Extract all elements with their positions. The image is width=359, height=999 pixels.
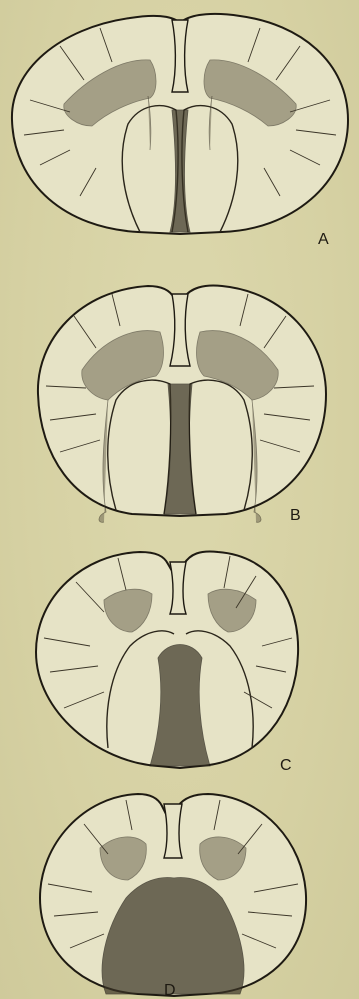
panel-label-b: B	[290, 508, 301, 524]
panel-label-d: D	[164, 983, 176, 999]
spinal-cord-section-d	[0, 788, 359, 999]
panel-label-c: C	[280, 758, 292, 774]
spinal-cord-section-a	[0, 0, 359, 260]
spinal-cord-section-b	[0, 276, 359, 536]
spinal-cord-section-c	[0, 542, 359, 782]
panel-label-a: A	[318, 232, 329, 248]
